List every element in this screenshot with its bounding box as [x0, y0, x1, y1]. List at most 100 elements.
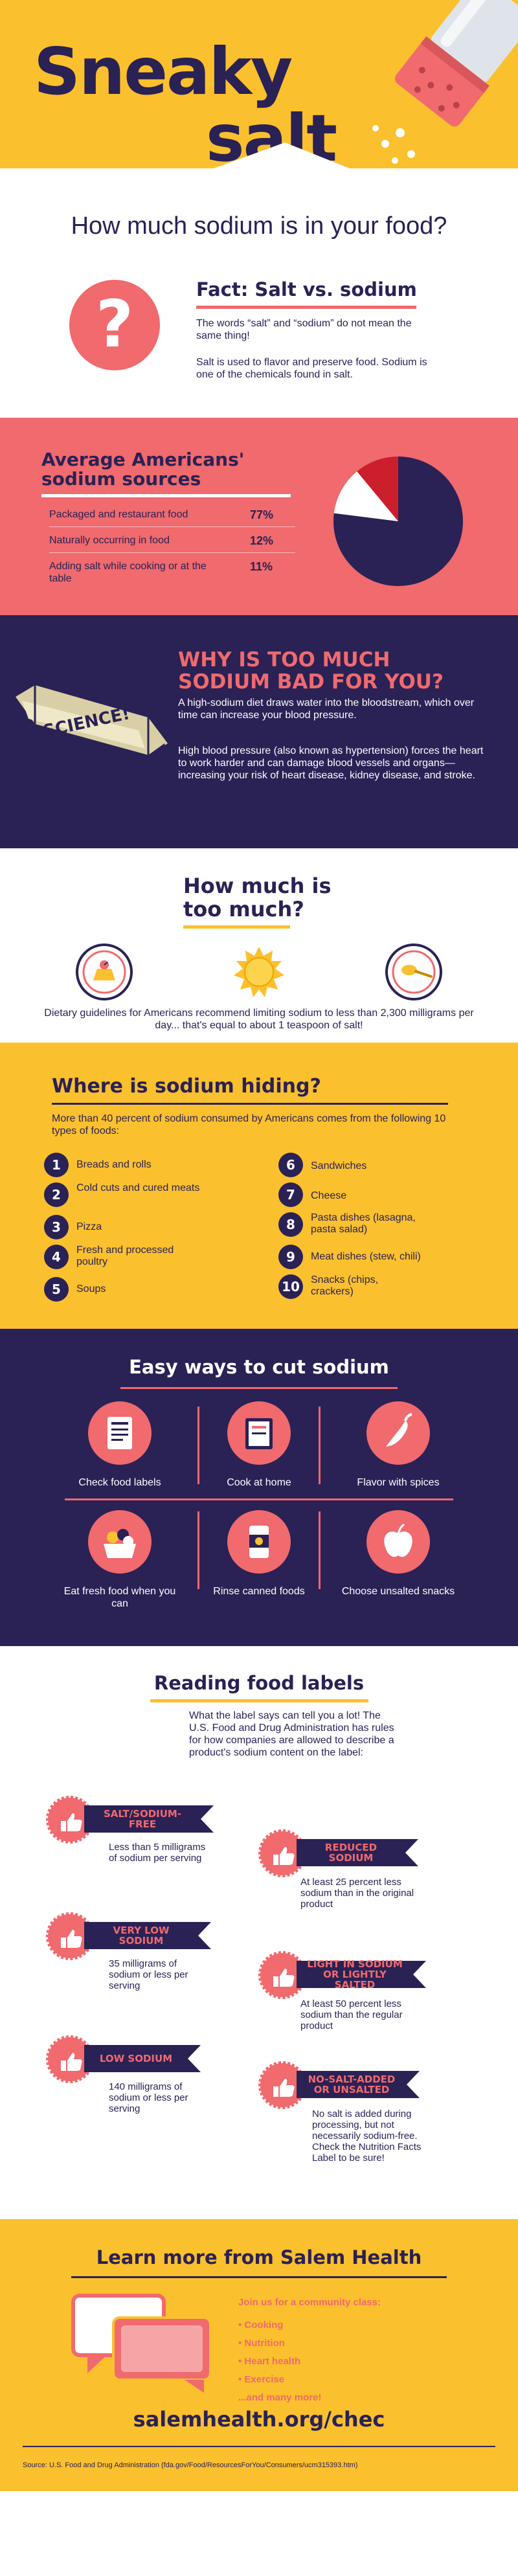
item-number: 5 [44, 1277, 69, 1302]
learn-title: Learn more from Salem Health [96, 2246, 422, 2268]
hiding-intro: More than 40 percent of sodium consumed … [52, 1113, 446, 1136]
how-much-text: Dietary guidelines for Americans recomme… [44, 1008, 474, 1031]
sources-title: Average Americans' sodium sources [41, 449, 245, 490]
item-number: 3 [44, 1215, 69, 1239]
tip-label: Rinse canned foods [213, 1586, 305, 1597]
question-mark-icon: ? [69, 280, 160, 370]
pie-slice [357, 457, 398, 521]
tip-label: Check food labels [78, 1477, 161, 1488]
class-item: • Cooking [238, 2320, 284, 2331]
item-label: Snacks (chips, crackers) [311, 1274, 379, 1297]
why-text-1: A high-sodium diet draws water into the … [178, 697, 475, 721]
fact-underline [196, 306, 416, 309]
why-title: WHY IS TOO MUCH SODIUM BAD FOR YOU? [178, 648, 444, 694]
reading-labels-section: Reading food labels What the label says … [0, 1646, 518, 2219]
sources-divider [41, 494, 291, 497]
teaspoon-icon [385, 943, 442, 1000]
class-item: ...and many more! [238, 2392, 322, 2403]
labels-underline [150, 1699, 368, 1702]
source-value: 77% [250, 508, 274, 521]
item-label: Meat dishes (stew, chili) [311, 1251, 421, 1262]
class-item: • Heart health [238, 2356, 301, 2367]
item-label: Cheese [311, 1190, 347, 1201]
apple-icon [366, 1510, 430, 1574]
sodium-sources-pie-chart [333, 457, 463, 586]
learn-more-section: Learn more from Salem Health Join us for… [0, 2219, 518, 2446]
chili-pepper-icon [366, 1401, 430, 1465]
fact-text-2: Salt is used to flavor and preserve food… [196, 357, 427, 380]
label-ribbon: SALT/SODIUM-FREE [84, 1805, 214, 1833]
row-divider [49, 552, 295, 553]
fact-section: ? Fact: Salt vs. sodium The words “salt”… [0, 246, 518, 418]
food-label-icon [88, 1401, 152, 1465]
divider [65, 1498, 453, 1500]
labels-intro: What the label says can tell you a lot! … [189, 1710, 394, 1758]
labels-title: Reading food labels [153, 1672, 365, 1694]
tip-label: Eat fresh food when you can [63, 1586, 176, 1609]
class-item: • Exercise [238, 2374, 285, 2385]
hero-divider [0, 142, 518, 194]
divider [197, 1511, 199, 1589]
item-number: 8 [278, 1212, 303, 1237]
how-much-underline [183, 925, 290, 929]
row-divider [49, 526, 295, 527]
label-ribbon: LIGHT IN SODIUM OR LIGHTLY SALTED [297, 1959, 426, 1990]
label-description: Less than 5 milligrams of sodium per ser… [109, 1842, 206, 1864]
divider [197, 1407, 199, 1484]
label-ribbon: REDUCED SODIUM [297, 1839, 418, 1866]
source-label: Adding salt while cooking or at the tabl… [49, 561, 207, 584]
label-description: No salt is added during processing, but … [312, 2108, 422, 2164]
produce-basket-icon [88, 1510, 152, 1574]
sodium-hiding-section: Where is sodium hiding? More than 40 per… [0, 1043, 518, 1329]
fact-title: Fact: Salt vs. sodium [196, 278, 417, 300]
item-label: Soups [76, 1283, 106, 1294]
item-number: 1 [44, 1153, 69, 1177]
item-number: 9 [278, 1245, 303, 1269]
scale-icon [76, 943, 133, 1000]
why-section: SCIENCE! WHY IS TOO MUCH SODIUM BAD FOR … [0, 615, 518, 848]
item-number: 2 [44, 1182, 69, 1207]
cookbook-icon [227, 1401, 291, 1465]
item-label: Pizza [76, 1221, 102, 1232]
question-heading: How much sodium is in your food? [71, 212, 447, 240]
how-much-title: How much is too much? [183, 874, 332, 921]
chat-bubbles-icon [71, 2294, 212, 2393]
hero-title-line1: Sneaky [34, 34, 293, 109]
item-label: Fresh and processed poultry [76, 1245, 174, 1267]
source-value: 12% [250, 534, 274, 547]
sodium-sources-section: Average Americans' sodium sources Packag… [0, 418, 518, 615]
why-text-2: High blood pressure (also known as hyper… [178, 745, 484, 781]
label-description: 140 milligrams of sodium or less per ser… [109, 2081, 188, 2114]
item-label: Sandwiches [311, 1160, 367, 1171]
easy-underline [120, 1387, 398, 1389]
label-ribbon: NO-SALT-ADDED OR UNSALTED [297, 2071, 420, 2098]
item-label: Cold cuts and cured meats [76, 1182, 200, 1193]
tip-label: Choose unsalted snacks [341, 1586, 455, 1597]
label-description: 35 milligrams of sodium or less per serv… [109, 1958, 188, 1991]
divider [319, 1407, 321, 1484]
science-banner: SCIENCE! [9, 685, 168, 756]
how-much-section: How much is too much? Dietary guidelines… [0, 848, 518, 1043]
hiding-underline [52, 1103, 448, 1105]
item-label: Pasta dishes (lasagna, pasta salad) [311, 1212, 416, 1235]
label-description: At least 25 percent less sodium than in … [300, 1877, 414, 1910]
class-list: • Cooking • Nutrition • Heart health • E… [238, 2316, 321, 2407]
footer-divider [23, 2446, 495, 2447]
class-item: • Nutrition [238, 2338, 285, 2349]
hiding-title: Where is sodium hiding? [52, 1075, 321, 1098]
source-footer: Source: U.S. Food and Drug Administratio… [0, 2446, 518, 2491]
divider [319, 1511, 321, 1589]
salt-shaker-icon [372, 0, 518, 164]
item-number: 7 [278, 1182, 303, 1207]
question-section: How much sodium is in your food? [0, 194, 518, 246]
easy-ways-section: Easy ways to cut sodium Check food label… [0, 1329, 518, 1646]
learn-join-text: Join us for a community class: [238, 2297, 381, 2308]
salt-crystal-icon [232, 945, 286, 999]
website-link[interactable]: salemhealth.org/chec [133, 2407, 385, 2432]
tip-label: Flavor with spices [357, 1477, 440, 1488]
pie-slice [333, 471, 398, 521]
item-number: 10 [278, 1274, 303, 1299]
source-value: 11% [250, 560, 273, 573]
label-description: At least 50 percent less sodium than the… [300, 1998, 403, 2031]
item-number: 4 [44, 1245, 69, 1269]
